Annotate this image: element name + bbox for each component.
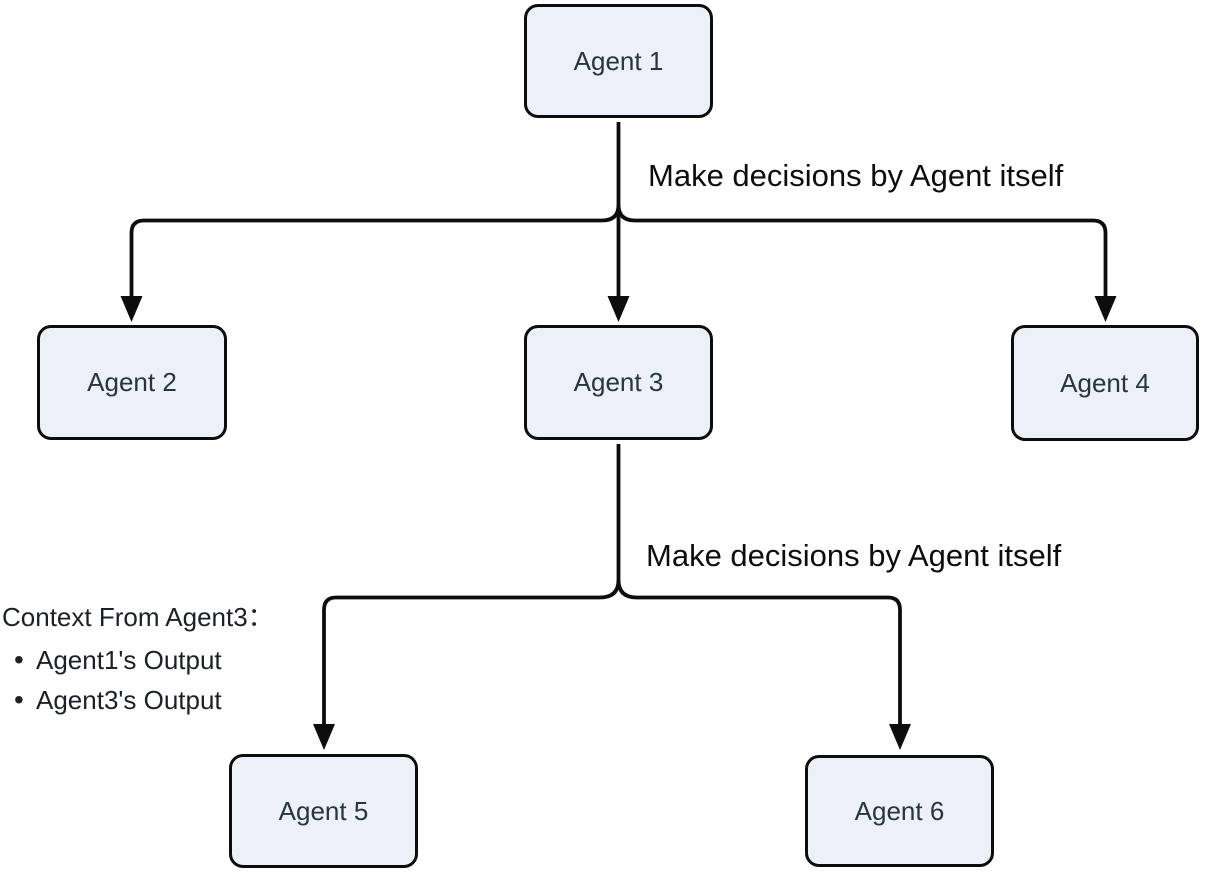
arrowhead-agent3 <box>607 296 630 322</box>
edge-agent1-to-agent4 <box>616 204 1108 297</box>
arrowhead-agent6 <box>889 724 911 750</box>
node-agent-2: Agent 2 <box>37 325 227 440</box>
node-agent-6-label: Agent 6 <box>854 795 945 826</box>
node-agent-3: Agent 3 <box>524 325 713 440</box>
context-annotation-item: Agent3's Output <box>14 680 274 720</box>
edge-agent3-to-agent5 <box>322 579 621 725</box>
node-agent-1: Agent 1 <box>524 4 713 118</box>
arrowhead-agent2 <box>120 296 143 322</box>
node-agent-3-label: Agent 3 <box>573 367 664 397</box>
arrowhead-agent5 <box>313 724 335 750</box>
node-agent-6: Agent 6 <box>805 755 994 867</box>
node-agent-5: Agent 5 <box>229 754 418 868</box>
edge-label-bottom: Make decisions by Agent itself <box>646 538 1062 573</box>
node-agent-5-label: Agent 5 <box>278 795 369 826</box>
edge-label-top: Make decisions by Agent itself <box>648 158 1064 193</box>
arrowhead-agent4 <box>1094 296 1117 322</box>
node-agent-4-label: Agent 4 <box>1060 367 1150 398</box>
node-agent-2-label: Agent 2 <box>87 367 177 397</box>
context-annotation: Context From Agent3： Agent1's Output Age… <box>2 600 274 720</box>
node-agent-1-label: Agent 1 <box>573 45 664 76</box>
context-annotation-title: Context From Agent3： <box>2 602 274 632</box>
edge-agent1-to-agent2 <box>129 204 621 297</box>
context-annotation-list: Agent1's Output Agent3's Output <box>2 640 274 720</box>
edge-agent3-to-agent6 <box>616 579 902 725</box>
node-agent-4: Agent 4 <box>1011 325 1199 441</box>
context-annotation-item: Agent1's Output <box>14 640 274 680</box>
